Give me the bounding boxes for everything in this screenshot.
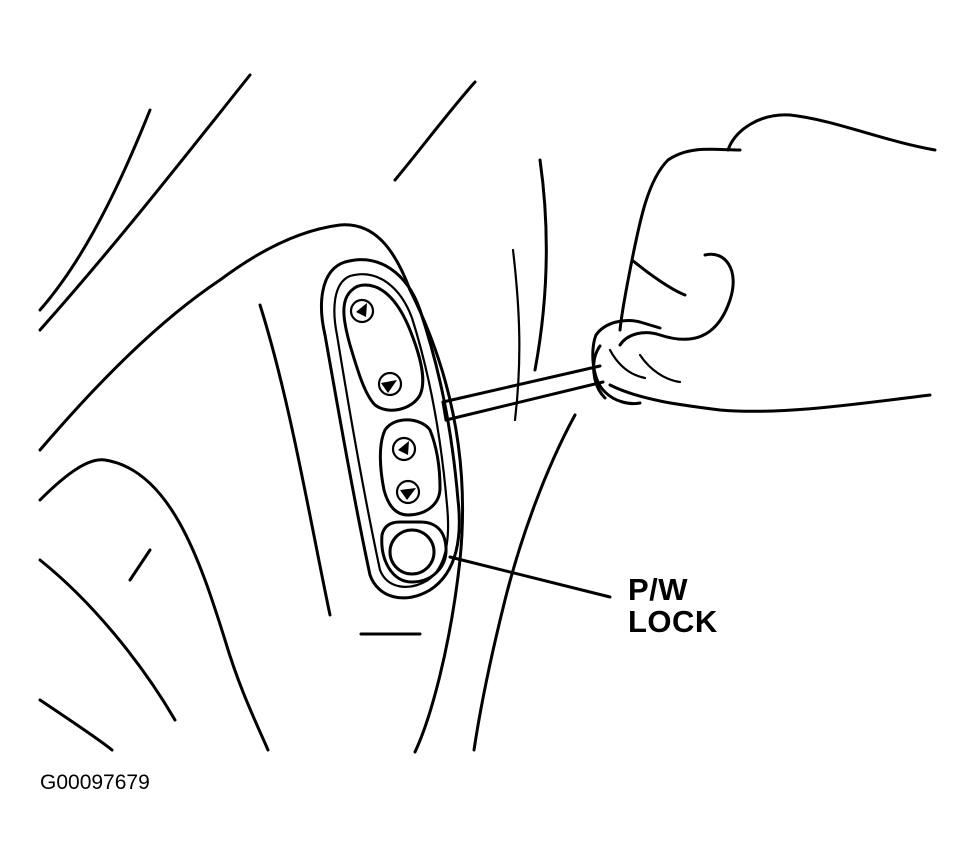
hand xyxy=(591,113,937,413)
up-arrow-icon xyxy=(356,303,367,317)
screwdriver xyxy=(441,344,607,422)
window-up-icon xyxy=(391,436,417,462)
down-arrow-icon xyxy=(400,488,416,500)
lower-window-switch xyxy=(378,418,442,517)
figure-id: G00097679 xyxy=(40,771,150,794)
upper-window-switch xyxy=(342,283,425,412)
down-arrow-icon xyxy=(381,380,397,393)
window-up-icon xyxy=(349,298,375,324)
pw-lock-label-line2: LOCK xyxy=(628,604,718,639)
window-down-icon xyxy=(395,479,421,505)
up-arrow-icon xyxy=(398,441,409,455)
pw-lock-button xyxy=(380,520,448,584)
door-trim-outline xyxy=(38,73,577,754)
window-down-icon xyxy=(377,371,403,397)
callout-leader-line xyxy=(448,555,612,599)
pw-lock-label-line1: P/W xyxy=(628,572,689,607)
pw-lock-label: P/W LOCK xyxy=(628,574,718,638)
